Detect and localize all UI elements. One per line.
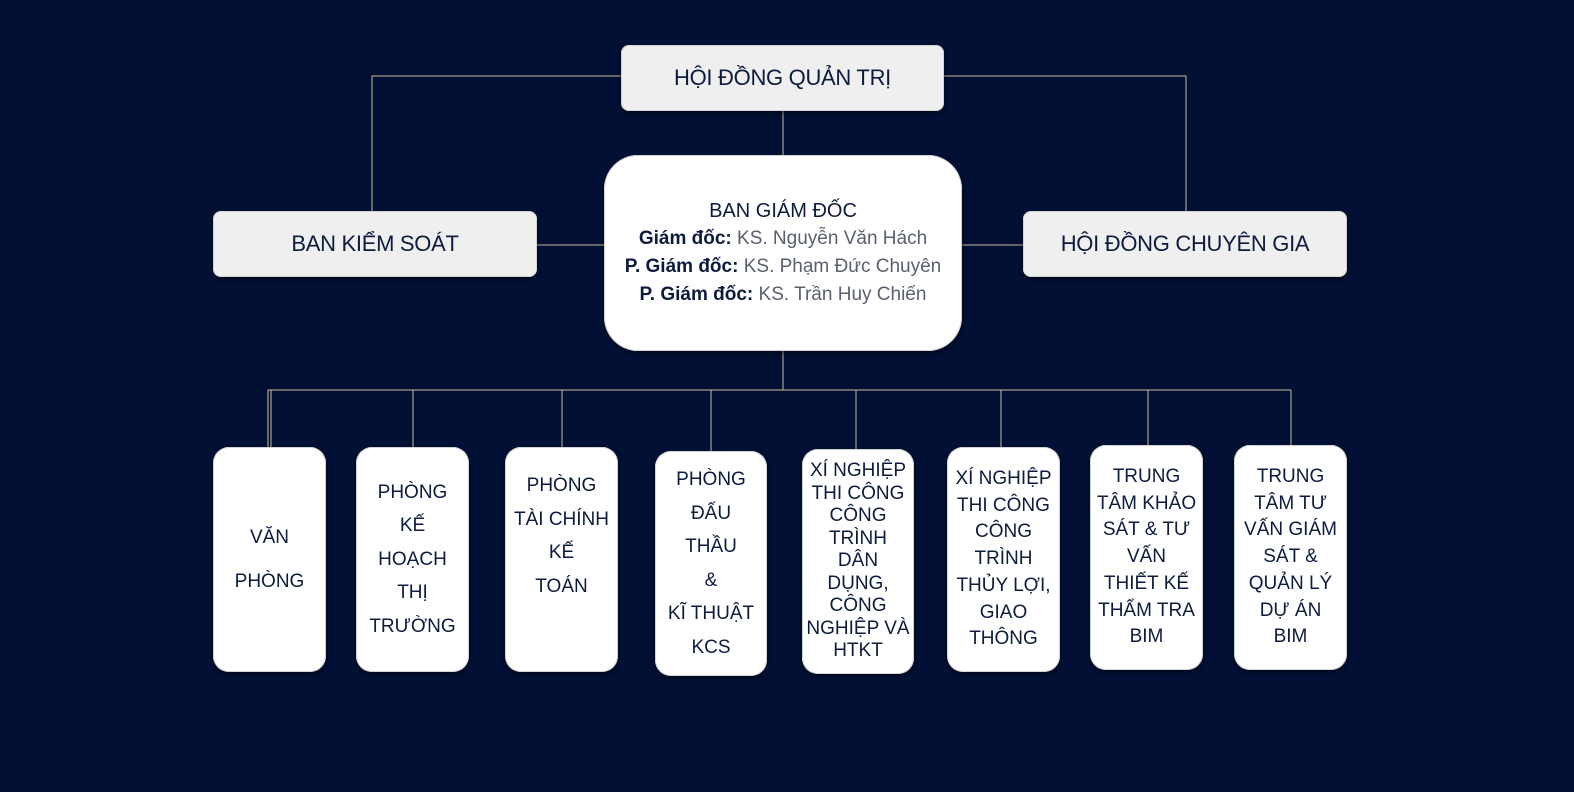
department-line: TÂM KHẢO bbox=[1096, 492, 1197, 514]
department-supervision-project-center-box: TRUNG TÂM TƯ VẤN GIÁM SÁT & QUẢN LÝ DỰ Á… bbox=[1234, 445, 1347, 670]
department-line: KẾ bbox=[548, 542, 575, 563]
department-line: BIM bbox=[1129, 626, 1164, 648]
department-line: TRÌNH bbox=[974, 548, 1033, 570]
department-line: THÔNG bbox=[969, 628, 1038, 650]
member-role: P. Giám đốc: bbox=[639, 284, 754, 305]
department-line: DỰ ÁN bbox=[1259, 599, 1322, 621]
directorate-member: P. Giám đốc: KS. Phạm Đức Chuyên bbox=[625, 253, 942, 281]
department-line: THẨM TRA bbox=[1098, 599, 1195, 621]
supervisory-board-label: BAN KIỂM SOÁT bbox=[291, 231, 459, 256]
department-line: SÁT & TƯ bbox=[1102, 519, 1191, 541]
department-line: TÀI CHÍNH bbox=[514, 508, 609, 530]
department-line: PHÒNG bbox=[676, 469, 746, 490]
department-line: KCS bbox=[691, 636, 731, 658]
department-line: TRUNG bbox=[1112, 465, 1181, 487]
department-line: THỊ bbox=[397, 582, 428, 604]
department-finance-accounting-box: PHÒNG TÀI CHÍNH KẾ TOÁN bbox=[505, 447, 618, 672]
department-line: NGHIỆP VÀ bbox=[806, 617, 910, 639]
department-line: PHÒNG bbox=[526, 475, 597, 496]
department-line: CÔNG bbox=[974, 521, 1032, 543]
department-line: HOẠCH bbox=[378, 548, 447, 570]
directorate-box: BAN GIÁM ĐỐC Giám đốc: KS. Nguyễn Văn Há… bbox=[604, 155, 962, 351]
department-line: VĂN bbox=[249, 526, 290, 548]
department-line: VẤN bbox=[1126, 546, 1167, 568]
department-line: KĨ THUẬT bbox=[667, 603, 755, 624]
member-name: KS. Phạm Đức Chuyên bbox=[743, 256, 942, 277]
expert-council-label: HỘI ĐỒNG CHUYÊN GIA bbox=[1060, 231, 1310, 256]
department-line: THẦU bbox=[685, 536, 737, 557]
department-line: TÂM TƯ bbox=[1254, 492, 1327, 514]
board-of-directors-label: HỘI ĐỒNG QUẢN TRỊ bbox=[674, 65, 891, 90]
department-line: THI CÔNG bbox=[957, 494, 1050, 516]
member-name: KS. Trần Huy Chiến bbox=[758, 284, 927, 305]
department-line: THỦY LỢI, bbox=[956, 574, 1051, 596]
department-line: KẾ bbox=[399, 515, 426, 537]
member-role: P. Giám đốc: bbox=[624, 256, 739, 277]
department-line: & bbox=[704, 569, 718, 591]
member-name: KS. Nguyễn Văn Hách bbox=[737, 228, 928, 249]
department-line: SÁT & bbox=[1263, 546, 1318, 568]
department-line: XÍ NGHIỆP bbox=[809, 460, 907, 482]
member-role: Giám đốc: bbox=[638, 228, 732, 249]
department-line: BIM bbox=[1273, 626, 1308, 648]
directorate-member: P. Giám đốc: KS. Trần Huy Chiến bbox=[640, 281, 927, 309]
department-planning-market-box: PHÒNG KẾ HOẠCH THỊ TRƯỜNG bbox=[356, 447, 469, 672]
department-line: GIAO bbox=[979, 601, 1028, 623]
department-bidding-technical-box: PHÒNG ĐẤU THẦU & KĨ THUẬT KCS bbox=[655, 451, 767, 676]
directorate-title: BAN GIÁM ĐỐC bbox=[709, 200, 857, 222]
department-line: TRƯỜNG bbox=[369, 615, 456, 637]
department-line: CÔNG bbox=[829, 505, 887, 527]
department-line: TRUNG bbox=[1256, 465, 1325, 487]
department-line: ĐẤU bbox=[690, 502, 732, 524]
department-line: XÍ NGHIỆP bbox=[955, 467, 1052, 489]
department-line: DÂN bbox=[837, 550, 879, 572]
department-line: PHÒNG bbox=[234, 570, 305, 592]
department-line: THI CÔNG bbox=[811, 482, 905, 504]
department-survey-design-center-box: TRUNG TÂM KHẢO SÁT & TƯ VẤN THIẾT KẾ THẨ… bbox=[1090, 445, 1203, 670]
expert-council-box: HỘI ĐỒNG CHUYÊN GIA bbox=[1023, 211, 1347, 277]
department-civil-construction-box: XÍ NGHIỆP THI CÔNG CÔNG TRÌNH DÂN DỤNG, … bbox=[802, 449, 914, 674]
department-line: PHÒNG bbox=[377, 481, 448, 503]
department-line: DỤNG, bbox=[827, 572, 889, 594]
directorate-member: Giám đốc: KS. Nguyễn Văn Hách bbox=[639, 225, 927, 253]
department-line: THIẾT KẾ bbox=[1103, 572, 1190, 594]
department-line: VẤN GIÁM bbox=[1244, 519, 1337, 541]
connector-board-experts bbox=[944, 75, 1187, 212]
department-irrigation-transport-box: XÍ NGHIỆP THI CÔNG CÔNG TRÌNH THỦY LỢI, … bbox=[947, 447, 1060, 672]
department-line: HTKT bbox=[833, 640, 883, 662]
department-line: TOÁN bbox=[535, 575, 588, 597]
connector-board-supervisory bbox=[371, 75, 622, 212]
board-of-directors-box: HỘI ĐỒNG QUẢN TRỊ bbox=[621, 45, 944, 111]
department-line: QUẢN LÝ bbox=[1248, 572, 1333, 594]
department-line: TRÌNH bbox=[828, 527, 888, 549]
supervisory-board-box: BAN KIỂM SOÁT bbox=[213, 211, 537, 277]
department-office-box: VĂN PHÒNG bbox=[213, 447, 326, 672]
department-line: CÔNG bbox=[829, 595, 887, 617]
